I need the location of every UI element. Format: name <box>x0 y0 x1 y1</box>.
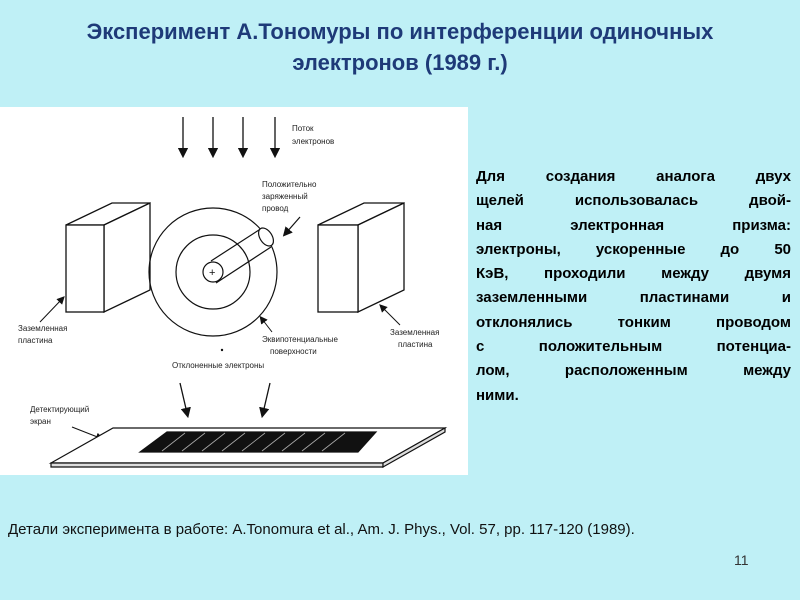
description-paragraph: Для создания аналога двух щелей использо… <box>476 165 791 408</box>
equipotential-pointer <box>259 315 273 333</box>
label-wire-3: провод <box>262 204 289 213</box>
plus-sign: + <box>209 267 215 279</box>
label-electron-flow-2: электронов <box>292 137 334 146</box>
left-grounded-plate <box>65 201 151 314</box>
description-line-10: ними. <box>476 386 519 404</box>
description-line-9: лом, расположенным между <box>476 362 791 380</box>
left-plate-pointer <box>39 296 65 323</box>
label-plate-left-1: Заземленная <box>18 324 67 333</box>
detecting-screen <box>48 426 448 469</box>
screen-pointer <box>71 426 104 441</box>
description-line-2: щелей использовалась двой- <box>476 192 791 210</box>
label-plate-right-1: Заземленная <box>390 328 439 337</box>
label-screen-2: экран <box>30 417 51 426</box>
title-line-2: электронов (1989 г.) <box>292 50 508 75</box>
wire-pointer-arrow <box>282 216 301 237</box>
description-line-6: заземленными пластинами и <box>476 289 791 307</box>
label-deflected-electrons: Отклоненные электроны <box>172 361 264 370</box>
diagram-svg: Поток электронов + Положительно заряженн… <box>18 117 448 469</box>
title-line-1: Эксперимент А.Тономуры по интерференции … <box>86 19 714 44</box>
experiment-diagram: Поток электронов + Положительно заряженн… <box>0 107 468 475</box>
label-screen-1: Детектирующий <box>30 405 89 414</box>
description-line-8: с положительным потенциа- <box>476 338 791 356</box>
reference-citation: Детали эксперимента в работе: A.Tonomura… <box>8 521 635 538</box>
description-line-3: ная электронная призма: <box>476 216 791 234</box>
dot-mark <box>220 348 224 352</box>
electron-flow-arrows <box>177 117 281 159</box>
page-number: 11 <box>734 552 749 568</box>
label-wire-1: Положительно <box>262 180 317 189</box>
description-line-4: электроны, ускоренные до 50 <box>476 240 791 258</box>
right-grounded-plate <box>317 201 405 314</box>
equipotential-surfaces <box>148 207 278 337</box>
description-line-5: КэВ, проходили между двумя <box>476 265 791 283</box>
label-plate-left-2: пластина <box>18 336 53 345</box>
label-plate-right-2: пластина <box>398 340 433 349</box>
right-plate-pointer <box>379 304 401 326</box>
description-line-7: отклонялись тонким проводом <box>476 313 791 331</box>
description-line-1: Для создания аналога двух <box>476 168 791 185</box>
label-electron-flow-1: Поток <box>292 124 314 133</box>
label-equipotential-1: Эквипотенциальные <box>262 335 339 344</box>
wire-cylinder <box>210 227 275 284</box>
label-equipotential-2: поверхности <box>270 347 317 356</box>
deflected-electron-arrows <box>179 382 271 419</box>
label-wire-2: заряженный <box>262 192 308 201</box>
slide-title: Эксперимент А.Тономуры по интерференции … <box>0 16 800 78</box>
